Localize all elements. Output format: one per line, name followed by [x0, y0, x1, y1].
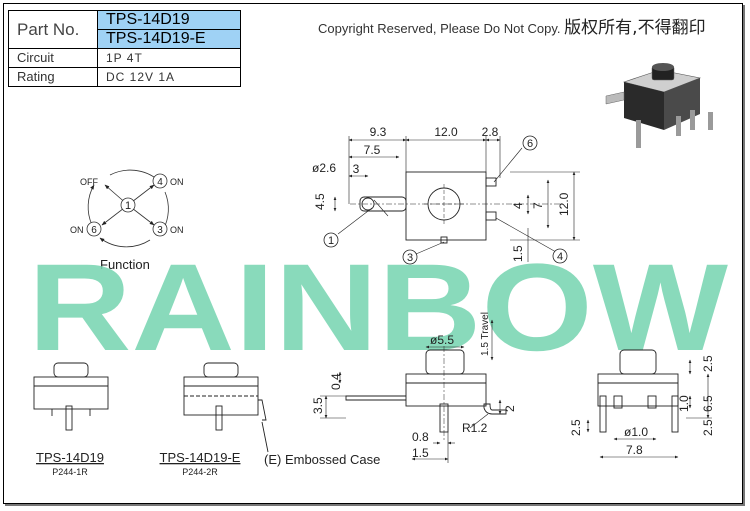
- spec-table: Part No. TPS-14D19 TPS-14D19-E Circuit 1…: [8, 10, 241, 87]
- top-view-labels: 9.3 12.0 2.8 7.5 3 ø2.6 4.5 4 7 12.0 1.5…: [312, 125, 571, 265]
- function-title: Function: [100, 257, 150, 272]
- end-view-labels: 2.5 1.0 6.5 2.5 2.5 ø1.0 7.8: [569, 355, 715, 457]
- dim-9-3: 9.3: [370, 125, 387, 139]
- dim-1-5: 1.5: [511, 245, 525, 262]
- sheet-frame: [3, 3, 743, 504]
- copyright-cn: 版权所有,不得翻印: [564, 18, 706, 38]
- end-view-dims: [586, 359, 712, 459]
- dim-r1-2: R1.2: [462, 421, 488, 435]
- dim-dia-1-0: ø1.0: [624, 425, 648, 439]
- dim-7: 7: [531, 202, 545, 209]
- dim-4: 4: [511, 202, 525, 209]
- dim-travel: 1.5 Travel: [480, 312, 491, 356]
- dim-12-0-v: 12.0: [557, 192, 571, 216]
- dim-3-5: 3.5: [311, 397, 325, 414]
- model-2: TPS-14D19-E: [97, 29, 241, 49]
- fn-on-3: ON: [170, 225, 184, 235]
- top-view: [350, 171, 560, 244]
- function-labels: 1 OFF 4 ON 6 ON 3 ON Function: [70, 177, 184, 272]
- model-name-1: TPS-14D19: [36, 450, 104, 465]
- dim-2-8: 2.8: [482, 125, 499, 139]
- model-1: TPS-14D19: [97, 10, 241, 30]
- dim-2-5-left: 2.5: [569, 419, 583, 436]
- dim-6-5: 6.5: [701, 395, 715, 412]
- dim-2: 2: [503, 405, 517, 412]
- dim-2-5-bottom: 2.5: [701, 419, 715, 436]
- dim-2-5-top: 2.5: [701, 355, 715, 372]
- side-view-dims: [320, 319, 502, 463]
- product-photo: [605, 63, 713, 148]
- dim-hole: ø2.6: [312, 161, 336, 175]
- fn-on-4: ON: [170, 177, 184, 187]
- dim-1-0: 1.0: [677, 395, 691, 412]
- callout-6: 6: [527, 138, 533, 150]
- dim-7-8: 7.8: [626, 443, 643, 457]
- model-captions: TPS-14D19 P244-1R TPS-14D19-E P244-2R (E…: [36, 450, 380, 477]
- embossed-note: (E) Embossed Case: [264, 452, 380, 467]
- function-diagram: [86, 169, 169, 248]
- circuit-label: Circuit: [8, 48, 98, 68]
- rating-value: DC 12V 1A: [97, 67, 241, 87]
- dim-0-4: 0.4: [329, 373, 343, 390]
- dim-dia-5-5: ø5.5: [430, 333, 454, 347]
- dim-4-5: 4.5: [313, 193, 327, 210]
- fn-off-label: OFF: [80, 177, 98, 187]
- dim-3: 3: [353, 162, 360, 176]
- fn-on-6: ON: [70, 225, 84, 235]
- model-code-2: P244-2R: [182, 467, 218, 477]
- callout-3: 3: [407, 252, 413, 264]
- dim-7-5: 7.5: [364, 143, 381, 157]
- model-name-2: TPS-14D19-E: [160, 450, 241, 465]
- fn-num-6: 6: [91, 225, 97, 236]
- callout-4: 4: [557, 251, 563, 263]
- rating-label: Rating: [8, 67, 98, 87]
- copyright-notice: Copyright Reserved, Please Do Not Copy. …: [318, 13, 706, 38]
- fn-num-4: 4: [157, 177, 163, 188]
- copyright-text: Copyright Reserved, Please Do Not Copy.: [318, 21, 561, 36]
- watermark-logo: RAINBOW: [28, 239, 728, 377]
- dim-12-0: 12.0: [434, 125, 458, 139]
- model-code-1: P244-1R: [52, 467, 88, 477]
- fn-center: 1: [125, 200, 131, 212]
- side-view-labels: ø5.5 1.5 Travel 0.4 3.5 0.8 1.5 R1.2 2: [311, 312, 517, 460]
- callout-1: 1: [328, 235, 334, 247]
- dim-1-5-b: 1.5: [412, 446, 429, 460]
- model-side-views: [33, 362, 269, 453]
- top-view-dims: [333, 136, 580, 262]
- dim-0-8: 0.8: [412, 430, 429, 444]
- end-view: [597, 349, 679, 433]
- side-view: [345, 346, 507, 440]
- fn-num-3: 3: [157, 225, 163, 236]
